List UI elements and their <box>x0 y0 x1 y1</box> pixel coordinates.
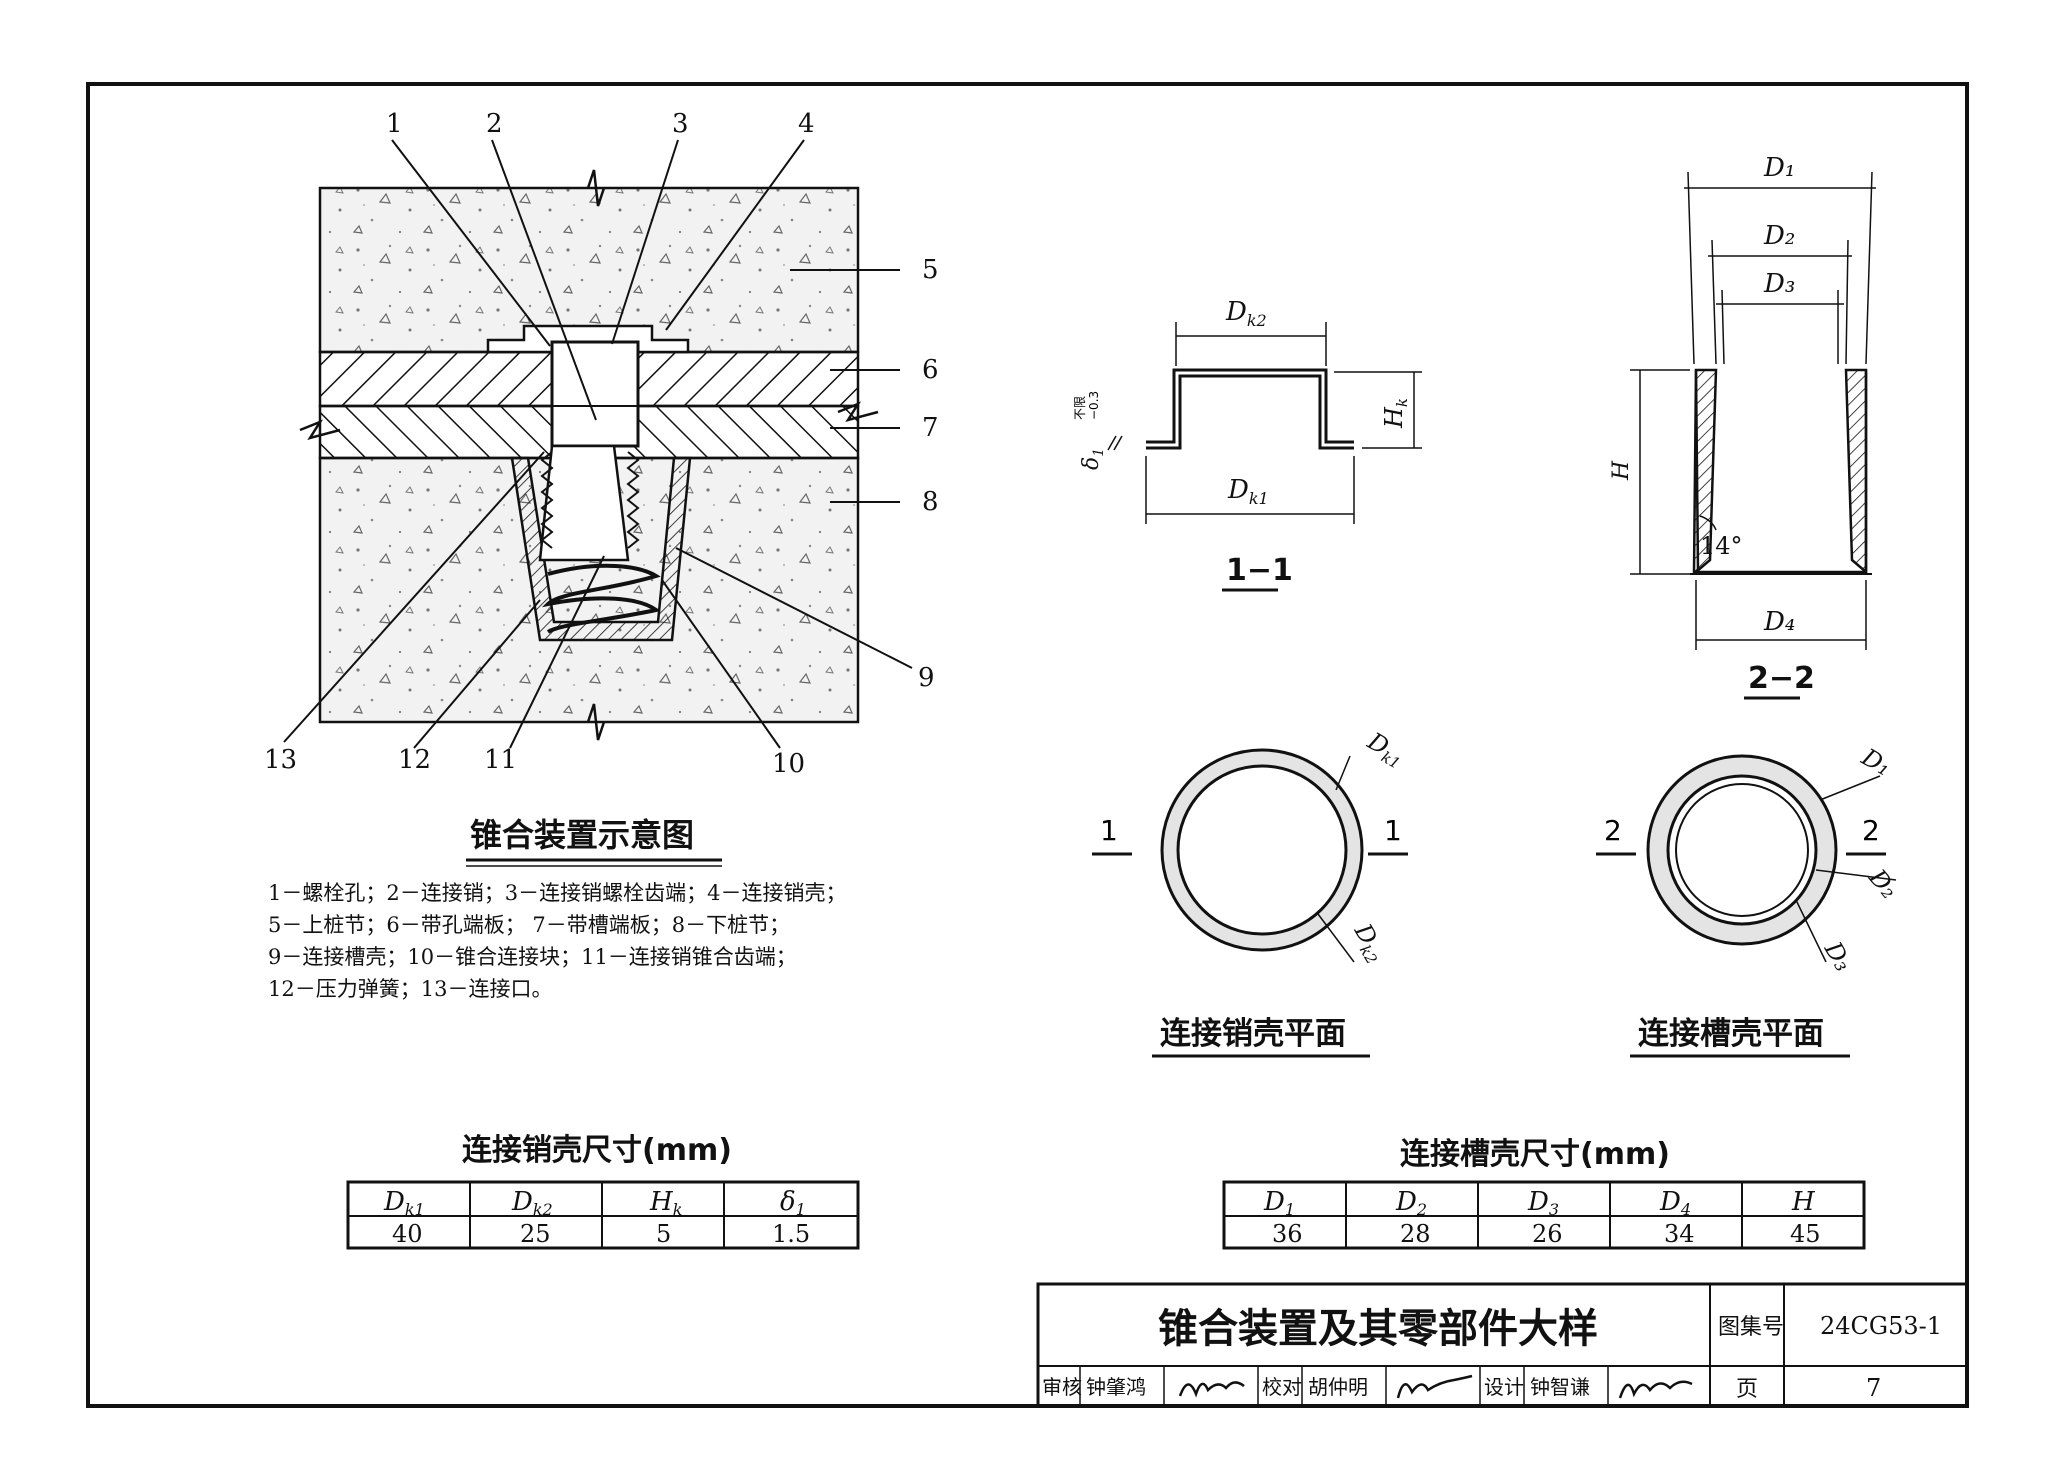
drawing-title: 锥合装置及其零部件大样 <box>1158 1306 1598 1352</box>
cone-connector <box>538 444 630 562</box>
callout-7: 7 <box>922 413 939 443</box>
callout-8: 8 <box>922 487 939 517</box>
atlas-label: 图集号 <box>1718 1315 1784 1340</box>
groove-plan-title: 连接槽壳平面 <box>1638 1016 1824 1052</box>
pin-table-value-hk: 5 <box>656 1220 671 1248</box>
legend-line-1: 1－螺栓孔；2－连接销；3－连接销螺栓齿端；4－连接销壳； <box>268 881 846 905</box>
callout-10: 10 <box>772 749 805 779</box>
sheet-border <box>86 82 1969 1408</box>
pin-plan-mark-right: 1 <box>1384 814 1402 847</box>
groove-table-value-d2: 28 <box>1400 1220 1431 1248</box>
pin-plan-dim-dk1: Dk1 <box>1361 726 1410 772</box>
groove-shell-dimension-table: 连接槽壳尺寸(mm) D1 D2 D3 D4 H 36 28 26 34 45 <box>1222 1137 1866 1250</box>
pin-table-value-dk2: 25 <box>520 1220 551 1248</box>
pin-table-header-delta1: δ1 <box>780 1187 806 1219</box>
main-figure-title: 锥合装置示意图 <box>470 816 694 854</box>
callout-4: 4 <box>798 109 815 139</box>
callout-1: 1 <box>386 109 403 139</box>
groove-table-header-d3: D3 <box>1527 1187 1559 1219</box>
dim-h: H <box>1609 460 1634 481</box>
groove-plan-mark-right: 2 <box>1862 814 1880 847</box>
callout-2: 2 <box>486 109 503 139</box>
pin-shell-dimension-table: 连接销壳尺寸(mm) Dk1 Dk2 Hk δ1 40 25 5 1.5 <box>346 1133 860 1250</box>
section-2-2-label: 2−2 <box>1748 661 1815 696</box>
section-1-1: Dk2 Dk1 Hk δ1 不限 −0.3 1−1 <box>1073 297 1422 592</box>
legend-line-2: 5－上桩节；6－带孔端板； 7－带槽端板；8－下桩节； <box>268 913 790 937</box>
groove-table-value-h: 45 <box>1790 1220 1821 1248</box>
main-figure-callouts: 1 2 3 4 5 6 7 8 9 10 11 12 13 <box>264 109 939 779</box>
groove-shell-plan: 2 2 D₁ D₂ D₃ 连接槽壳平面 <box>1596 742 1904 1058</box>
title-block: 锥合装置及其零部件大样 图集号 24CG53-1 页 7 审核 钟肇鸿 校对 胡… <box>1036 1282 1969 1408</box>
dim-dk2: Dk2 <box>1225 297 1267 330</box>
thickness-tolerance-bottom: −0.3 <box>1087 391 1101 420</box>
callout-12: 12 <box>398 745 431 775</box>
groove-table-header-d1: D1 <box>1263 1187 1295 1219</box>
section-1-1-label: 1−1 <box>1226 553 1293 588</box>
design-label: 设计 <box>1484 1375 1524 1399</box>
page-number: 7 <box>1866 1374 1881 1402</box>
groove-table-header-d2: D2 <box>1395 1187 1427 1219</box>
check-label: 校对 <box>1262 1375 1302 1399</box>
pressure-spring <box>541 563 661 634</box>
pin-plan-title: 连接销壳平面 <box>1160 1016 1346 1052</box>
callout-13: 13 <box>264 745 297 775</box>
atlas-number: 24CG53-1 <box>1820 1312 1942 1340</box>
pin-shell-profile <box>1146 368 1354 450</box>
dim-d2: D₂ <box>1763 221 1795 251</box>
review-signature <box>1178 1381 1245 1398</box>
groove-plan-mark-left: 2 <box>1604 814 1622 847</box>
review-name: 钟肇鸿 <box>1086 1375 1146 1399</box>
callout-5: 5 <box>922 255 939 285</box>
check-signature <box>1396 1374 1473 1399</box>
groove-table-header-h: H <box>1791 1187 1816 1217</box>
callout-6: 6 <box>922 355 939 385</box>
groove-table-value-d3: 26 <box>1532 1220 1563 1248</box>
pin-table-header-dk2: Dk2 <box>511 1187 553 1219</box>
groove-plan-dim-d2: D₂ <box>1863 863 1904 904</box>
dim-d3: D₃ <box>1763 269 1795 299</box>
pin-plan-mark-left: 1 <box>1100 814 1118 847</box>
dim-d4: D₄ <box>1763 607 1795 637</box>
check-name: 胡仲明 <box>1308 1375 1368 1399</box>
dim-hk: Hk <box>1380 398 1411 429</box>
design-signature <box>1618 1380 1693 1399</box>
section-2-2: D₁ D₂ D₃ D₄ H 14° 2−2 <box>1609 153 1876 700</box>
groove-table-header-d4: D4 <box>1659 1187 1691 1219</box>
pin-table-header-hk: Hk <box>649 1187 682 1219</box>
callout-9: 9 <box>918 663 935 693</box>
review-label: 审核 <box>1042 1375 1082 1399</box>
design-name: 钟智谦 <box>1530 1375 1590 1399</box>
groove-table-value-d1: 36 <box>1272 1220 1303 1248</box>
dim-d1: D₁ <box>1763 153 1795 183</box>
pin-shell-plan: 1 1 Dk1 Dk2 连接销壳平面 <box>1092 726 1410 1058</box>
legend-line-3: 9－连接槽壳；10－锥合连接块；11－连接销锥合齿端； <box>268 945 797 969</box>
pin-table-header-dk1: Dk1 <box>383 1187 425 1219</box>
angle-label: 14° <box>1700 532 1743 560</box>
page-label: 页 <box>1736 1377 1758 1402</box>
groove-plan-dim-d1: D₁ <box>1856 742 1896 781</box>
callout-3: 3 <box>672 109 689 139</box>
groove-plan-dim-d3: D₃ <box>1818 936 1857 976</box>
connecting-pin <box>550 340 640 448</box>
pin-table-title: 连接销壳尺寸(mm) <box>462 1133 732 1168</box>
thickness-tolerance-top: 不限 <box>1073 396 1087 420</box>
groove-shell <box>510 456 692 642</box>
pin-table-value-dk1: 40 <box>392 1220 423 1248</box>
callout-11: 11 <box>484 745 517 775</box>
main-figure <box>283 139 913 749</box>
groove-table-value-d4: 34 <box>1664 1220 1695 1248</box>
dim-dk1: Dk1 <box>1227 475 1269 508</box>
groove-table-title: 连接槽壳尺寸(mm) <box>1400 1137 1670 1172</box>
legend: 1－螺栓孔；2－连接销；3－连接销螺栓齿端；4－连接销壳； 5－上桩节；6－带孔… <box>268 881 846 1001</box>
legend-line-4: 12－压力弹簧；13－连接口。 <box>268 977 552 1001</box>
dim-thickness: δ1 <box>1079 448 1107 470</box>
pin-table-value-delta1: 1.5 <box>772 1220 810 1248</box>
